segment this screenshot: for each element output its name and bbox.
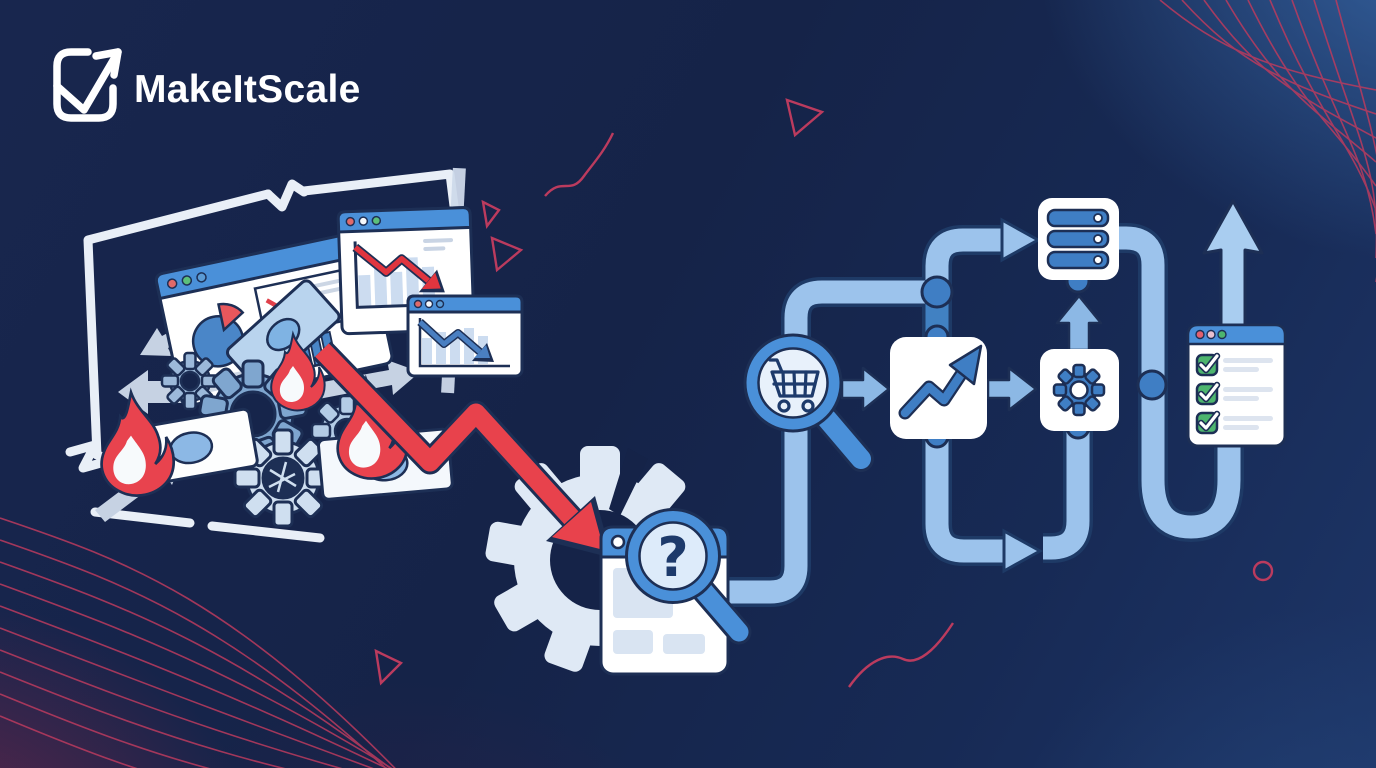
window-dot: [196, 272, 207, 283]
red-decline-window: [336, 206, 476, 336]
window-titlebar: [336, 206, 473, 234]
window-dot: [371, 215, 382, 226]
window-dot: [1195, 329, 1205, 340]
right-arrow-icon: [840, 366, 891, 412]
text-line: [423, 238, 454, 243]
step-arrows: [840, 294, 1103, 412]
question-magnifier-icon: ?: [625, 508, 752, 645]
circle-outline: [1252, 560, 1274, 582]
text-line: [423, 246, 446, 251]
junction-dot: [920, 275, 954, 309]
content-block: [613, 630, 653, 654]
triangle-outline: [481, 199, 501, 229]
scale-up-arrow-icon: [1202, 199, 1264, 342]
growth-trend-card: [890, 337, 987, 439]
window-dot: [166, 278, 178, 289]
window-dot: [610, 534, 626, 550]
contour-lines-bottom-left: [0, 517, 396, 768]
shopping-cart-icon: [768, 358, 820, 413]
contour-lines-top-right: [1159, 0, 1376, 282]
declining-blue-arrow-icon: [417, 319, 494, 362]
window-dot: [345, 216, 356, 227]
gear-card: [1040, 349, 1119, 431]
brand-name: MakeItScale: [134, 68, 361, 111]
m-growth-arrow-logo-icon: [53, 48, 122, 122]
squiggle-line: [848, 622, 955, 688]
pipe-arrowhead: [1000, 217, 1042, 263]
window-dot: [1217, 329, 1227, 340]
junction-dot: [1136, 369, 1168, 401]
window-dot: [435, 299, 445, 309]
crashing-red-zigzag-arrow: [313, 341, 612, 558]
gear-crack: [609, 448, 648, 516]
server-icon: [1046, 208, 1110, 270]
checklist-row: [1195, 381, 1273, 406]
red-deco-shapes: [374, 98, 1274, 688]
triangle-outline: [374, 648, 404, 686]
broken-dark-gear-icon: [233, 428, 333, 528]
window-titlebar: [406, 294, 524, 314]
squiggle-line: [544, 132, 615, 197]
up-arrow-icon: [1055, 294, 1103, 352]
window-titlebar: [1186, 323, 1287, 346]
declining-red-arrow-icon: [352, 243, 445, 293]
window-dot: [1206, 329, 1216, 340]
checklist-row: [1195, 352, 1273, 377]
pipe-arrowhead: [1002, 528, 1044, 574]
checklist-row: [1195, 410, 1273, 435]
brand-logo: MakeItScale: [53, 48, 361, 122]
content-block: [663, 634, 705, 654]
checklist-card: [1186, 323, 1287, 448]
question-glyph: ?: [657, 526, 688, 589]
server-stack-card: [1038, 198, 1119, 280]
window-dot: [181, 275, 193, 286]
window-dot: [358, 216, 369, 226]
triangle-outline: [490, 236, 524, 273]
trend-up-icon: [898, 344, 983, 420]
window-dot: [413, 299, 423, 309]
triangle-outline: [785, 98, 825, 138]
shopping-cart-magnifier-icon: [743, 333, 874, 472]
gear-icon: [1052, 363, 1106, 417]
right-arrow-icon: [986, 366, 1038, 412]
blue-decline-window: [406, 294, 524, 378]
window-dot: [424, 299, 434, 309]
